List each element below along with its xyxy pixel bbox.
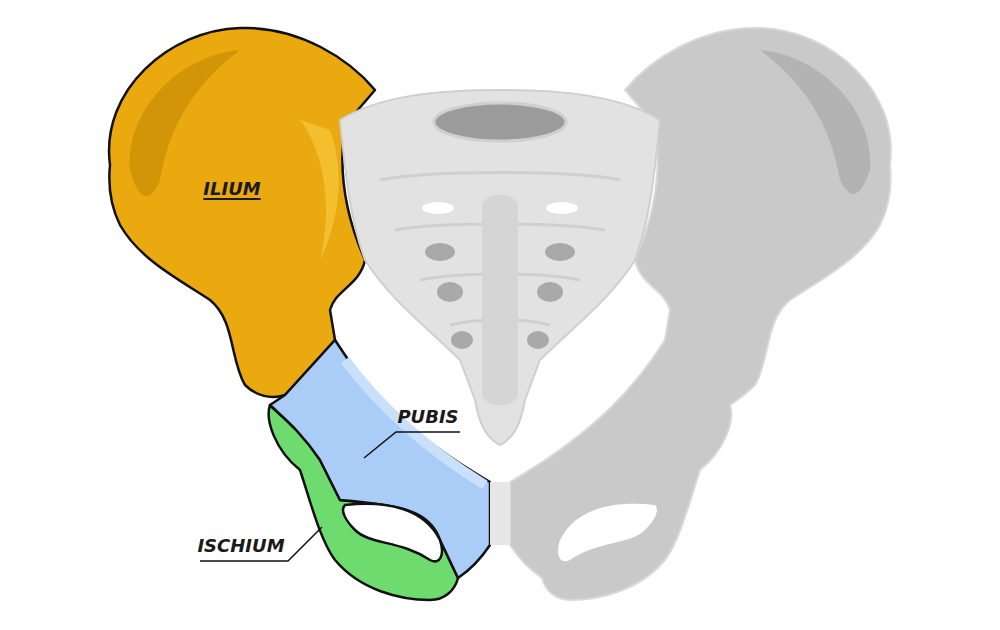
pubis-highlight (345, 360, 485, 485)
pubis-leader (364, 432, 460, 458)
part-label: PUBIS (397, 406, 458, 428)
ilium-shade (130, 50, 240, 196)
grey-shade (760, 50, 870, 194)
pubis-shape (270, 340, 490, 578)
grey-foramen (558, 504, 657, 562)
pubic-symphysis (490, 482, 510, 545)
obturator-foramen (343, 504, 442, 562)
sacrum (340, 90, 660, 445)
part-label: ILIUM (203, 178, 260, 200)
part-label: ISCHIUM (197, 535, 284, 557)
ilium-highlight (300, 120, 339, 260)
